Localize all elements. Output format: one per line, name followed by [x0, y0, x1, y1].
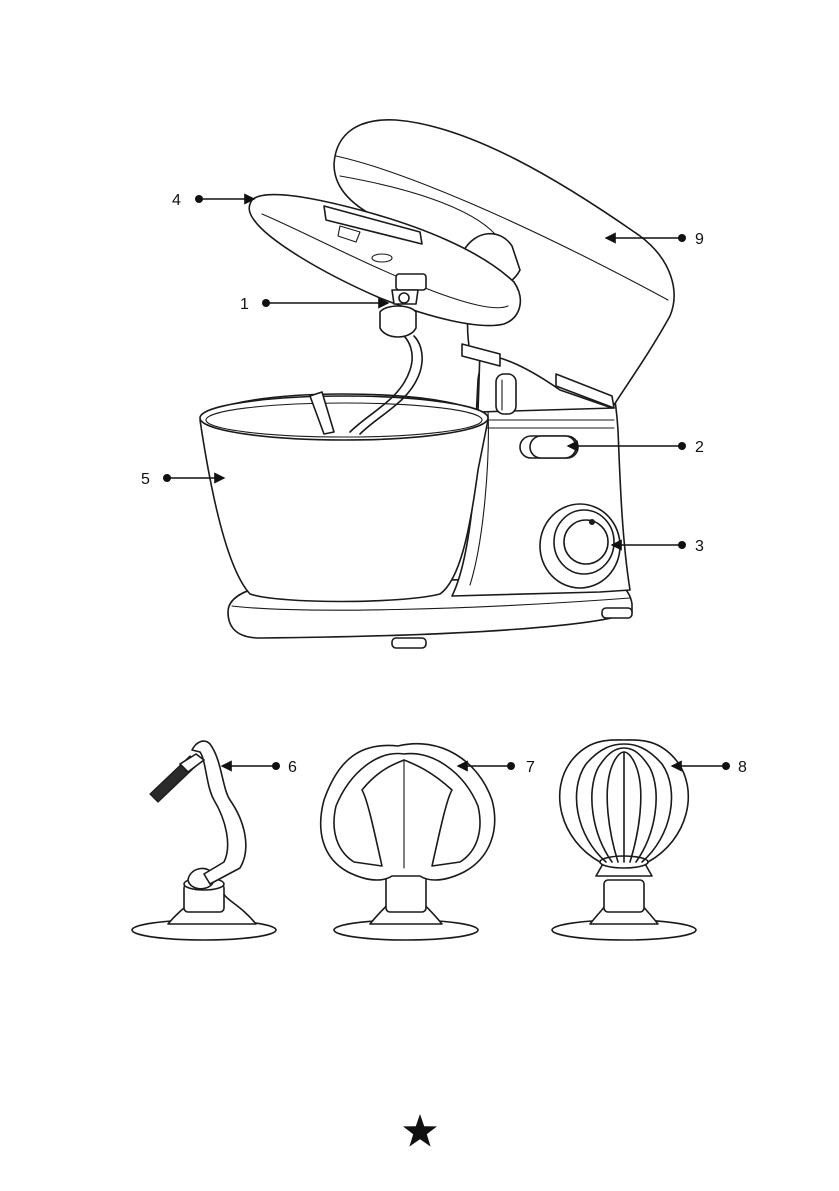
stand-mixer — [200, 120, 674, 648]
callout-6: 6 — [222, 759, 297, 776]
callout-1-label: 1 — [240, 296, 249, 313]
callout-1: 1 — [240, 296, 388, 313]
callout-2-label: 2 — [695, 439, 704, 456]
callout-3-label: 3 — [695, 538, 704, 555]
dough-hook — [132, 741, 276, 940]
callout-4-label: 4 — [172, 192, 181, 209]
release-button — [520, 436, 578, 458]
flat-beater — [321, 744, 495, 940]
callout-7-label: 7 — [526, 759, 535, 776]
callout-8-label: 8 — [738, 759, 747, 776]
callout-5-label: 5 — [141, 471, 150, 488]
speed-knob — [540, 504, 620, 588]
wire-whisk — [552, 740, 696, 940]
callout-6-label: 6 — [288, 759, 297, 776]
callout-4: 4 — [172, 192, 254, 209]
callout-9-label: 9 — [695, 231, 704, 248]
mixer-bowl — [200, 336, 488, 602]
star-icon — [401, 1112, 439, 1150]
